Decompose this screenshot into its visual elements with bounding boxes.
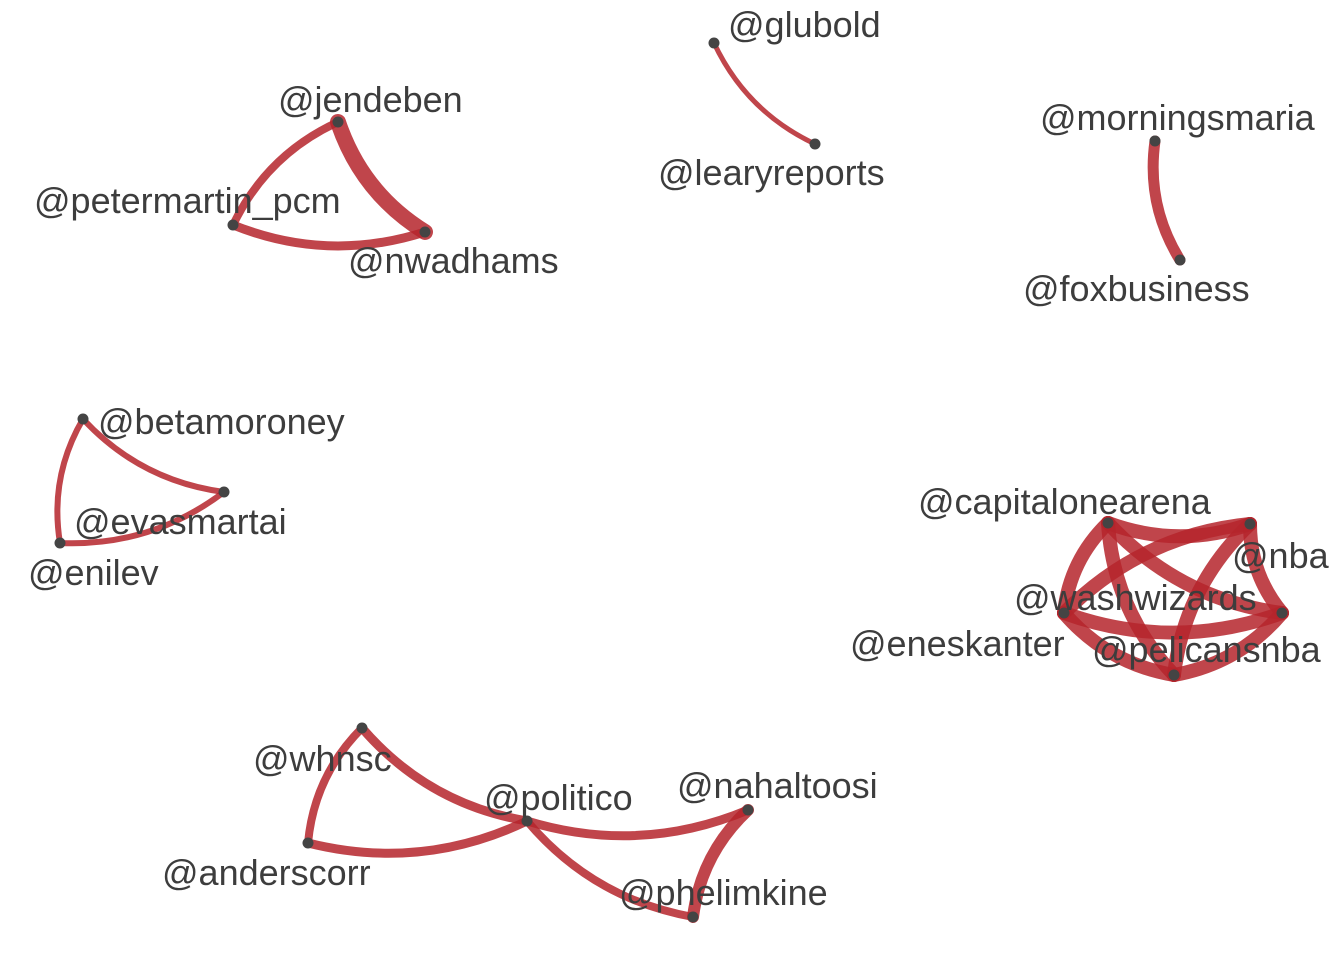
node-foxbusiness [1174, 254, 1186, 266]
label-glubold: @glubold [728, 4, 881, 45]
node-whnsc [356, 722, 368, 734]
edge-layer [54, 40, 1289, 923]
label-washwizards: @washwizards [1014, 577, 1257, 618]
label-enilev: @enilev [28, 552, 159, 593]
node-nba [1244, 518, 1256, 530]
label-anderscorr: @anderscorr [162, 852, 371, 893]
label-foxbusiness: @foxbusiness [1023, 268, 1250, 309]
node-petermartin-pcm [227, 219, 239, 231]
edge-jendeben-nwadhams [330, 114, 433, 240]
edge-nba-washwizards [1057, 517, 1257, 620]
node-glubold [708, 37, 720, 49]
node-eneskanter [1168, 669, 1180, 681]
edge-petermartin_pcm-nwadhams [228, 220, 430, 251]
edge-washwizards-eneskanter [1057, 606, 1181, 682]
node-layer [54, 37, 1288, 923]
edge-washwizards-pelicansnba [1057, 606, 1289, 640]
edge-glubold-learyreports [711, 40, 818, 147]
label-petermartin-pcm: @petermartin_pcm [34, 180, 341, 221]
label-politico: @politico [484, 777, 633, 818]
edge-nba-pelicansnba [1242, 517, 1289, 620]
edge-enilev-evasmartai [57, 489, 227, 547]
node-politico [521, 815, 533, 827]
label-phelimkine: @phelimkine [619, 872, 828, 913]
node-anderscorr [302, 837, 314, 849]
label-jendeben: @jendeben [278, 79, 463, 120]
node-phelimkine [687, 911, 699, 923]
node-morningsmaria [1149, 135, 1161, 147]
label-eneskanter: @eneskanter [850, 623, 1065, 664]
edge-politico-nahaltoosi [522, 805, 753, 841]
label-evasmartai: @evasmartai [74, 501, 287, 542]
label-learyreports: @learyreports [658, 152, 885, 193]
node-nwadhams [419, 226, 431, 238]
label-nahaltoosi: @nahaltoosi [677, 765, 878, 806]
edge-morningsmaria-foxbusiness [1147, 135, 1186, 266]
node-jendeben [332, 116, 344, 128]
edge-politico-phelimkine [523, 817, 697, 921]
edge-capitalonearena-eneskanter [1101, 516, 1181, 682]
label-betamoroney: @betamoroney [98, 401, 345, 442]
label-capitalonearena: @capitalonearena [918, 481, 1212, 522]
edge-whnsc-anderscorr [304, 724, 366, 847]
edge-capitalonearena-pelicansnba [1101, 516, 1289, 620]
node-evasmartai [218, 486, 230, 498]
edge-nahaltoosi-phelimkine [687, 804, 754, 923]
edge-jendeben-petermartin_pcm [229, 118, 342, 229]
label-nba: @nba [1232, 535, 1330, 576]
node-washwizards [1058, 607, 1070, 619]
edge-whnsc-politico [357, 723, 532, 826]
label-layer: @glubold @learyreports @jendeben @peterm… [28, 4, 1330, 913]
edge-eneskanter-pelicansnba [1167, 606, 1289, 682]
edge-betamoroney-evasmartai [80, 416, 227, 495]
node-nahaltoosi [742, 804, 754, 816]
edge-betamoroney-enilev [54, 416, 86, 546]
node-betamoroney [77, 413, 89, 425]
node-capitalonearena [1102, 517, 1114, 529]
label-whnsc: @whnsc [253, 738, 392, 779]
label-morningsmaria: @morningsmaria [1040, 97, 1316, 138]
edge-nba-eneskanter [1167, 517, 1257, 682]
label-pelicansnba: @pelicansnba [1092, 629, 1322, 670]
label-nwadhams: @nwadhams [348, 240, 559, 281]
node-learyreports [809, 138, 821, 150]
node-pelicansnba [1276, 607, 1288, 619]
edge-anderscorr-politico [303, 816, 532, 858]
node-enilev [54, 537, 66, 549]
